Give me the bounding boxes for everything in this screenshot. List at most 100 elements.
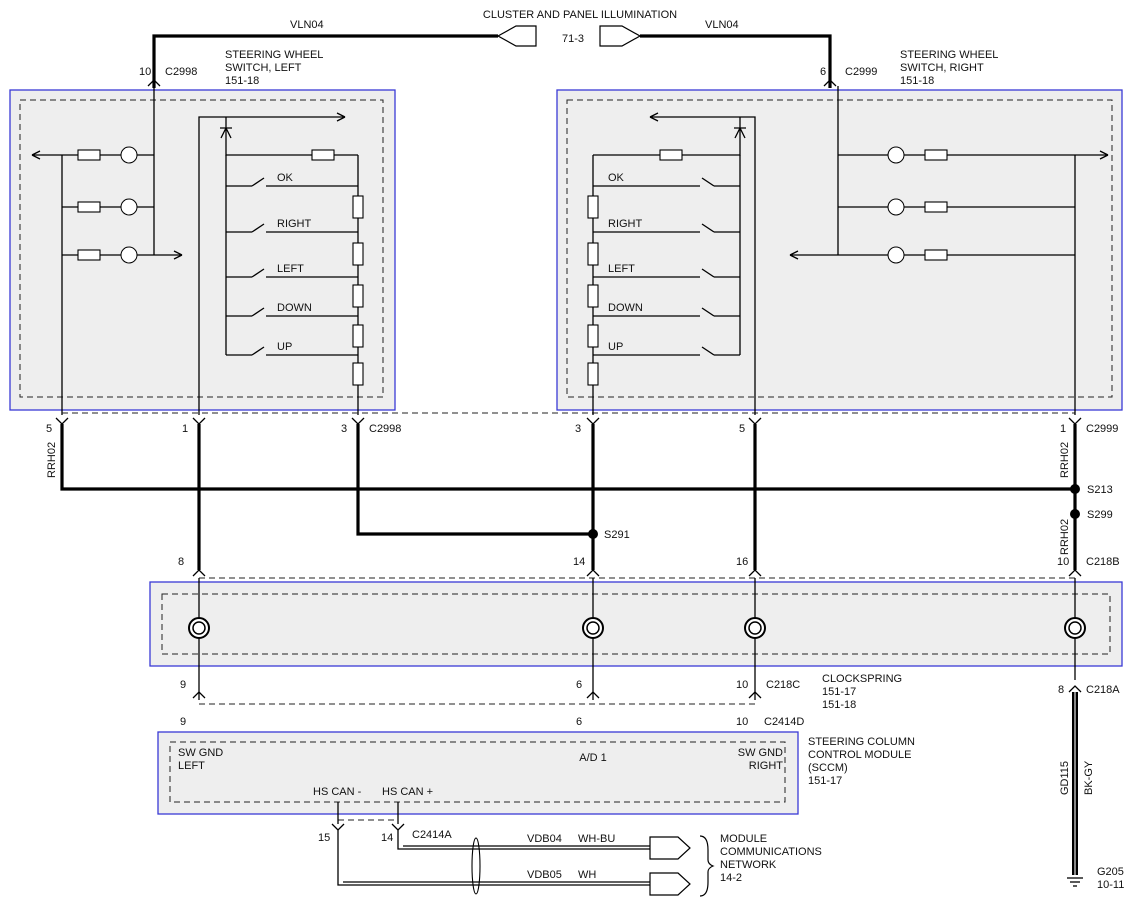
- connector-71-3-left: [496, 25, 537, 47]
- ground-label: G205: [1097, 866, 1124, 878]
- wire-gd115-label: GD115: [1059, 761, 1071, 795]
- cs-top-conn: C218B: [1086, 556, 1120, 568]
- left-btn-ok: OK: [277, 172, 294, 184]
- splice-s213: [1070, 484, 1080, 494]
- clockspring-label: CLOCKSPRING: [822, 673, 902, 685]
- sccm-title3: (SCCM): [808, 762, 848, 774]
- right-switch-rows: [593, 155, 741, 356]
- ground-symbol: [1067, 877, 1083, 887]
- right-top-resistor: [659, 149, 683, 161]
- right-pin-1: 1: [1060, 423, 1066, 435]
- splice-s291: [588, 529, 598, 539]
- right-btn-down: DOWN: [608, 302, 643, 314]
- left-top-resistor: [311, 149, 335, 161]
- left-btn-left: LEFT: [277, 263, 304, 275]
- switch-left-top-pin-marker: [147, 79, 161, 87]
- top-wire-right: VLN04: [705, 19, 739, 31]
- left-resistors: [77, 149, 101, 261]
- cs-bottom-pin-9: 9: [180, 679, 186, 691]
- right-ladder-resistors: [587, 195, 599, 386]
- left-btn-right: RIGHT: [277, 218, 312, 230]
- splice-s299: [1070, 509, 1080, 519]
- network-brace: [699, 835, 715, 897]
- sccm-pin-10: 10: [736, 716, 748, 728]
- right-bottom-pins: [586, 417, 1082, 425]
- clockspring-bottom-pins: [192, 685, 1082, 699]
- sccm-title1: STEERING COLUMN: [808, 736, 915, 748]
- right-ladder-arrow: [649, 112, 659, 122]
- cs-right-pin-8: 8: [1058, 684, 1064, 696]
- network-pins: [331, 823, 405, 831]
- network-ref: 14-2: [720, 872, 742, 884]
- network-label1: MODULE: [720, 833, 767, 845]
- left-pin-5: 5: [46, 423, 52, 435]
- net-pin-14: 14: [381, 832, 393, 844]
- switch-left-title2: SWITCH, LEFT: [225, 62, 302, 74]
- splice-s299-label: S299: [1087, 509, 1113, 521]
- clockspring-ref1: 151-17: [822, 686, 856, 698]
- switch-left-pin-top: 10: [139, 66, 151, 78]
- splice-s213-label: S213: [1087, 484, 1113, 496]
- wire-wh-label: WH: [578, 869, 596, 881]
- left-ladder-arrow: [336, 112, 346, 122]
- right-pin-5: 5: [739, 423, 745, 435]
- right-pin-3: 3: [575, 423, 581, 435]
- wire-rrh02-left-label: RRH02: [46, 442, 58, 478]
- right-resistors: [924, 149, 948, 261]
- left-bottom-pins: [55, 417, 365, 425]
- clockspring-top-pins: [192, 569, 1082, 577]
- switch-right-box: [556, 89, 1123, 411]
- sccm-box: [157, 731, 799, 815]
- sccm-hs-can-plus: HS CAN +: [382, 786, 433, 798]
- sccm-hs-can-minus: HS CAN -: [313, 786, 362, 798]
- switch-right-pin-top: 6: [820, 66, 826, 78]
- sccm-inner: [169, 741, 786, 803]
- right-conn-c2999: C2999: [1086, 423, 1118, 435]
- cs-top-pin-8: 8: [178, 556, 184, 568]
- right-ladder-feed: [650, 116, 756, 415]
- top-title: CLUSTER AND PANEL ILLUMINATION: [483, 9, 677, 21]
- left-btn-down: DOWN: [277, 302, 312, 314]
- switch-right-top-pin-marker: [823, 79, 837, 87]
- clockspring-box: [149, 581, 1123, 667]
- ground-ref: 10-11: [1097, 879, 1124, 891]
- splice-s291-label: S291: [604, 529, 630, 541]
- right-btn-ok: OK: [608, 172, 625, 184]
- right-lamps: [887, 146, 905, 264]
- cs-top-pin-10: 10: [1057, 556, 1069, 568]
- clockspring-rollers: [188, 617, 1086, 639]
- cs-bottom-conn: C218C: [766, 679, 800, 691]
- wire-vdb05: [337, 830, 650, 886]
- cs-top-pin-14: 14: [573, 556, 585, 568]
- switch-left-box: [9, 89, 396, 411]
- top-wire-left: VLN04: [290, 19, 324, 31]
- clockspring-ref2: 151-18: [822, 699, 856, 711]
- wire-rrh02-right1-label: RRH02: [1059, 442, 1071, 478]
- sccm-ref: 151-17: [808, 775, 842, 787]
- network-label3: NETWORK: [720, 859, 777, 871]
- clockspring-inner: [161, 593, 1111, 655]
- twisted-pair-mark: [471, 837, 481, 895]
- switch-right-ref: 151-18: [900, 75, 934, 87]
- wire-bkgy-label: BK-GY: [1083, 760, 1095, 795]
- sccm-pin-9: 9: [180, 716, 186, 728]
- wire-left-pin3: [356, 424, 593, 536]
- wire-vdb04: [397, 830, 650, 850]
- left-diode: [220, 126, 232, 139]
- left-conn-c2998: C2998: [369, 423, 401, 435]
- sccm-sw-gnd-left1: SW GND: [178, 747, 223, 759]
- sccm-conn: C2414D: [764, 716, 804, 728]
- wire-vln04-left: [152, 34, 498, 88]
- switch-left-inner: [19, 99, 384, 398]
- left-ladder-feed: [198, 116, 345, 415]
- switch-right-title2: SWITCH, RIGHT: [900, 62, 984, 74]
- wire-vln04-right: [640, 34, 832, 88]
- sccm-sw-gnd-right2: RIGHT: [749, 760, 784, 772]
- net-conn: C2414A: [412, 829, 452, 841]
- connector-71-3-right: [599, 25, 642, 47]
- right-btn-left: LEFT: [608, 263, 635, 275]
- left-ladder-resistors: [352, 195, 364, 386]
- right-btn-up: UP: [608, 341, 623, 353]
- wire-rrh02-right2-label: RRH02: [1059, 519, 1071, 555]
